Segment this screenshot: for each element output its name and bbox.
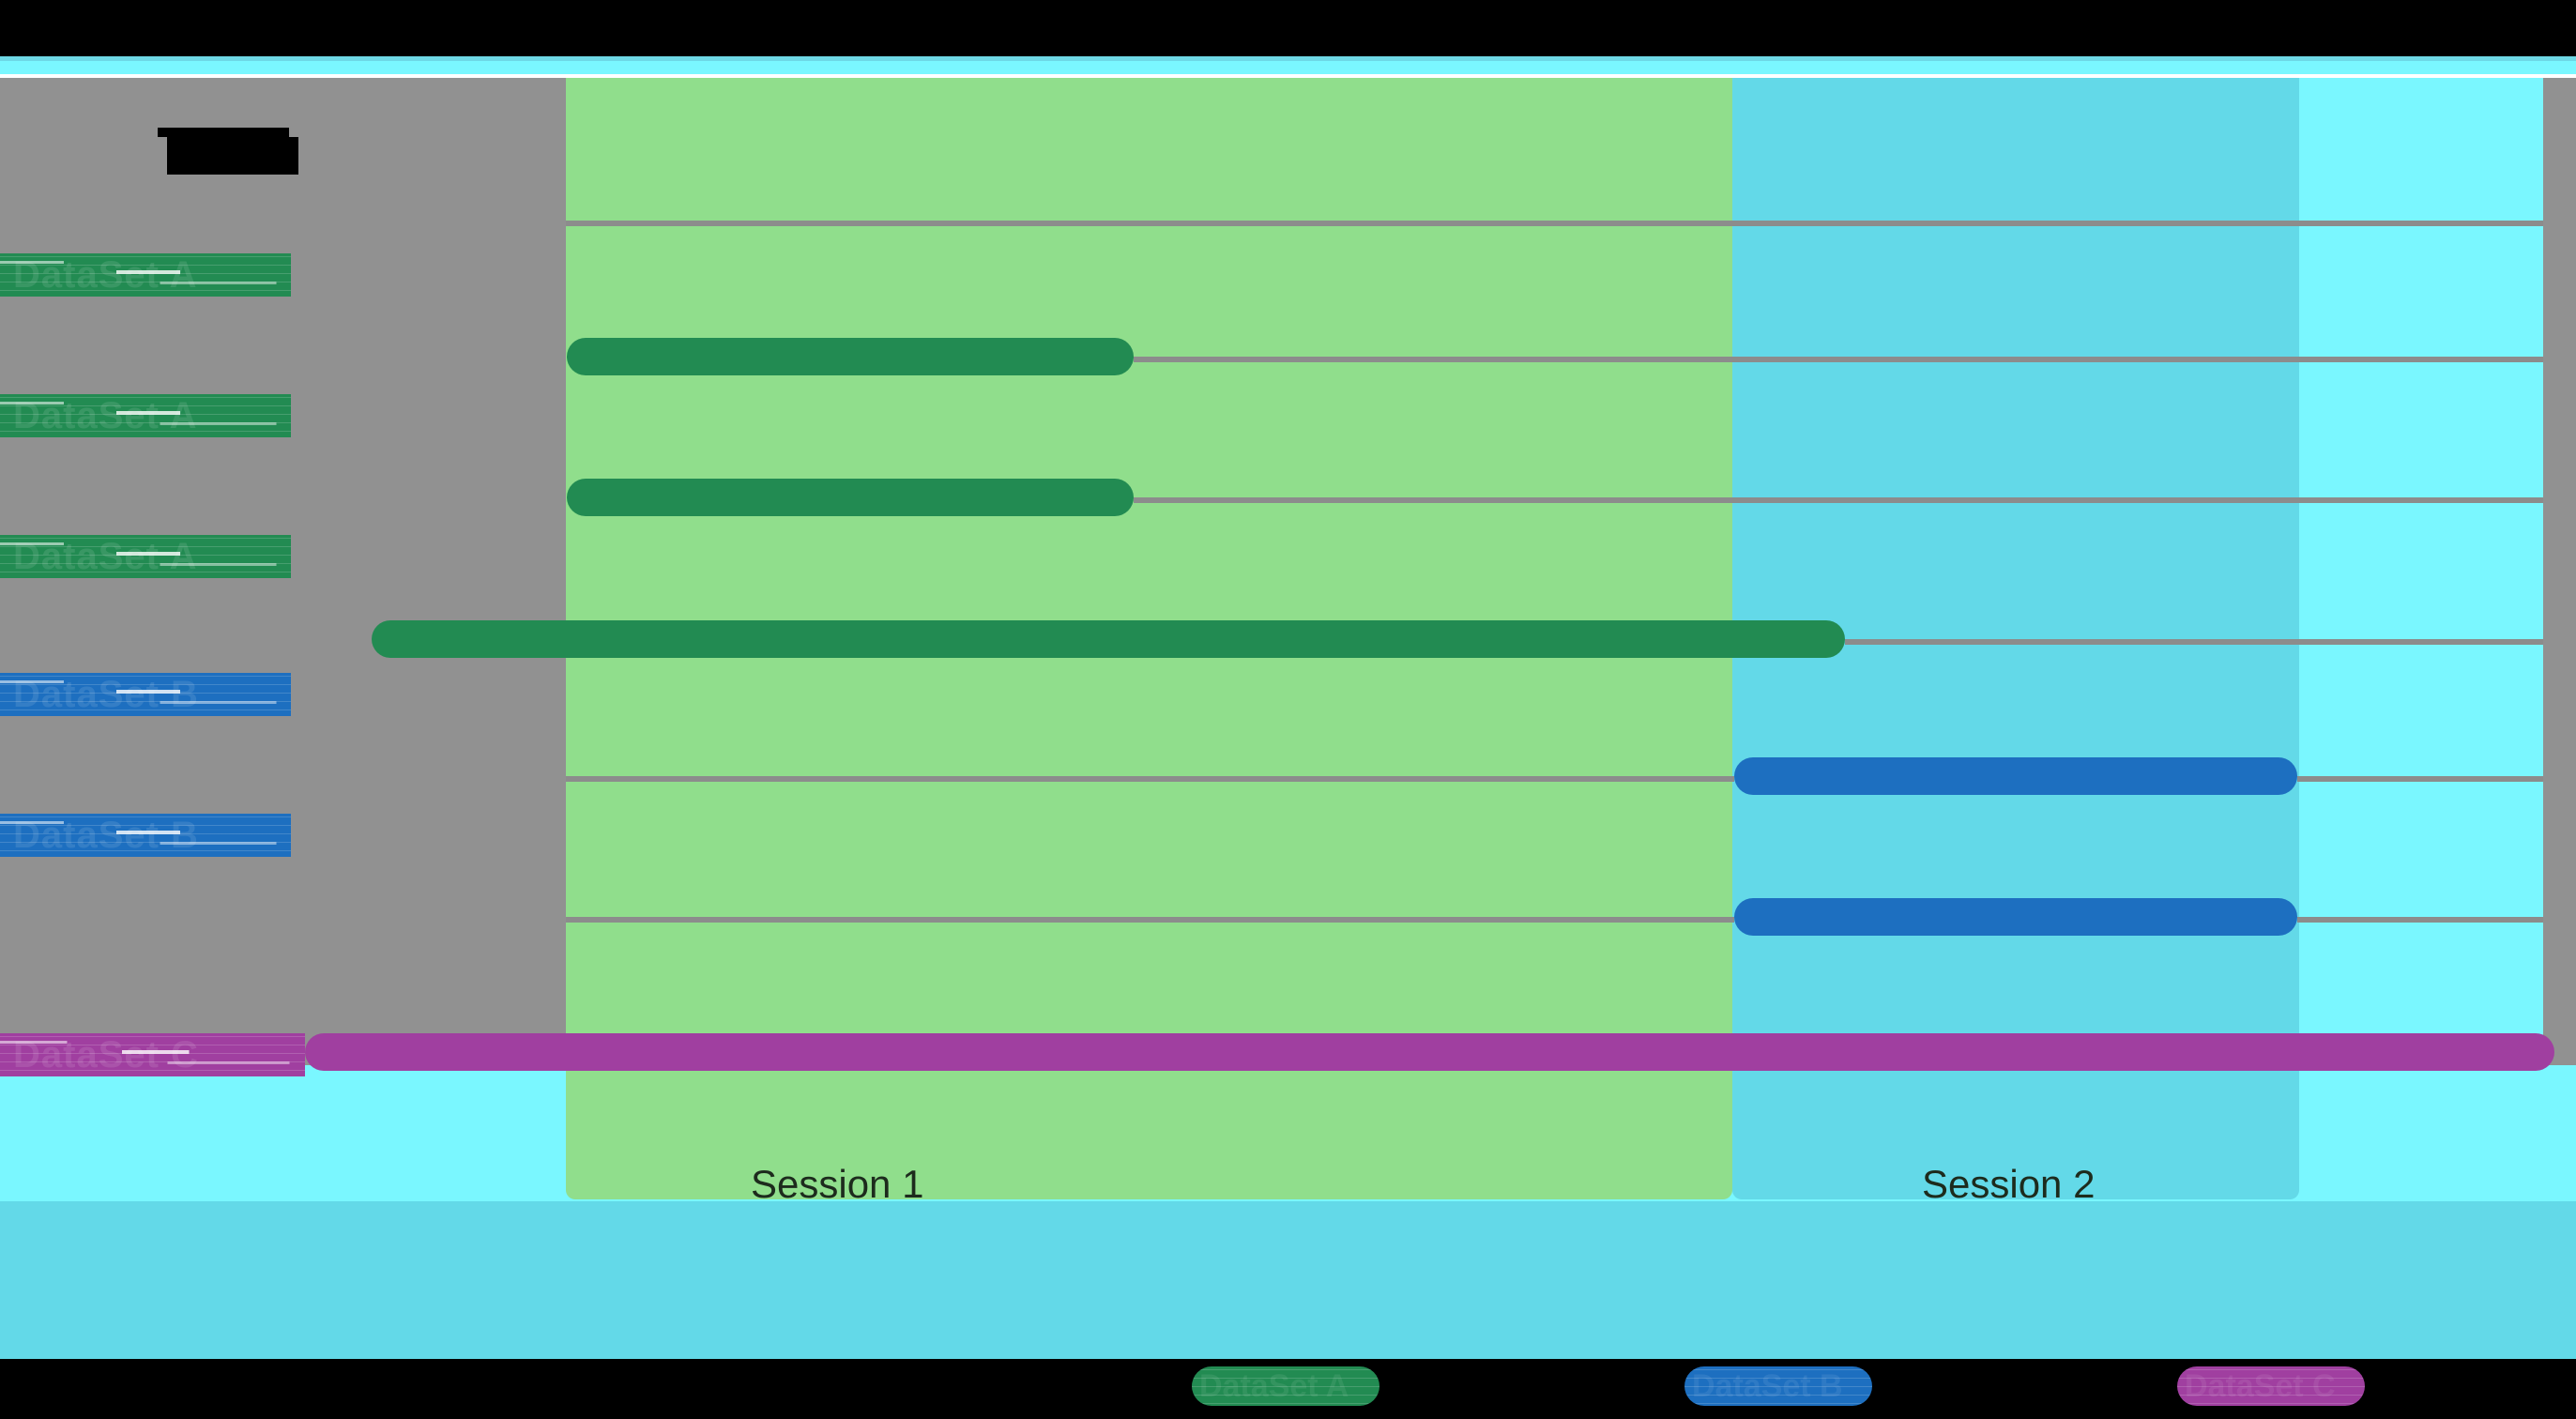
gridline [566, 221, 1133, 226]
top-accent-band-outer [0, 56, 2576, 61]
row-label-text: DataSet A [13, 254, 198, 296]
legend-swatch-blue: DataSet B [1684, 1366, 1872, 1406]
redacted-title-top [158, 128, 289, 137]
row-label-dataset-b-2[interactable]: DataSet B [0, 814, 291, 857]
top-accent-band-inner [0, 61, 2576, 74]
right-gutter [2543, 78, 2576, 1065]
task-bar-dataset-c-1[interactable] [305, 1033, 2554, 1071]
gridline [566, 221, 2543, 226]
task-bar-dataset-a-2[interactable] [567, 479, 1134, 516]
row-label-text: DataSet C [13, 1034, 199, 1076]
row-label-text: DataSet A [13, 395, 198, 436]
row-label-dataset-c-1[interactable]: DataSet C [0, 1033, 305, 1076]
task-bar-dataset-b-2[interactable] [1734, 898, 2297, 936]
redacted-title-block [167, 137, 298, 175]
row-label-dataset-a-1[interactable]: DataSet A [0, 253, 291, 297]
legend-swatch-green: DataSet A [1192, 1366, 1379, 1406]
legend-label-text: DataSet A [1199, 1368, 1349, 1404]
task-bar-dataset-b-1[interactable] [1734, 757, 2297, 795]
legend-label-text: DataSet C [2185, 1368, 2336, 1404]
legend-label-text: DataSet B [1692, 1368, 1843, 1404]
chart-legend: DataSet A DataSet B DataSet C [0, 1359, 2576, 1419]
gridline [1134, 497, 2543, 503]
task-bar-dataset-a-1[interactable] [567, 338, 1134, 375]
row-label-dataset-a-2[interactable]: DataSet A [0, 394, 291, 437]
gantt-plot-area: DataSet A DataSet A DataSet A DataSet B … [0, 78, 2576, 1201]
row-label-text: DataSet A [13, 536, 198, 577]
top-accent-rule [0, 74, 2576, 78]
row-label-dataset-a-3[interactable]: DataSet A [0, 535, 291, 578]
task-bar-dataset-a-3[interactable] [372, 620, 1845, 658]
gridline [2297, 917, 2543, 923]
gridline [566, 776, 1734, 782]
row-label-text: DataSet B [13, 674, 199, 715]
session-2-label: Session 2 [1922, 1162, 2096, 1201]
gridline [1845, 639, 2543, 645]
gridline [566, 917, 1734, 923]
gridline [1134, 357, 2543, 362]
footer-band [0, 1201, 2576, 1359]
post-session-band [2299, 78, 2543, 1199]
legend-swatch-magenta: DataSet C [2177, 1366, 2365, 1406]
row-label-text: DataSet B [13, 815, 199, 856]
gridline [2297, 776, 2543, 782]
session-1-label: Session 1 [751, 1162, 924, 1201]
row-label-dataset-b-1[interactable]: DataSet B [0, 673, 291, 716]
